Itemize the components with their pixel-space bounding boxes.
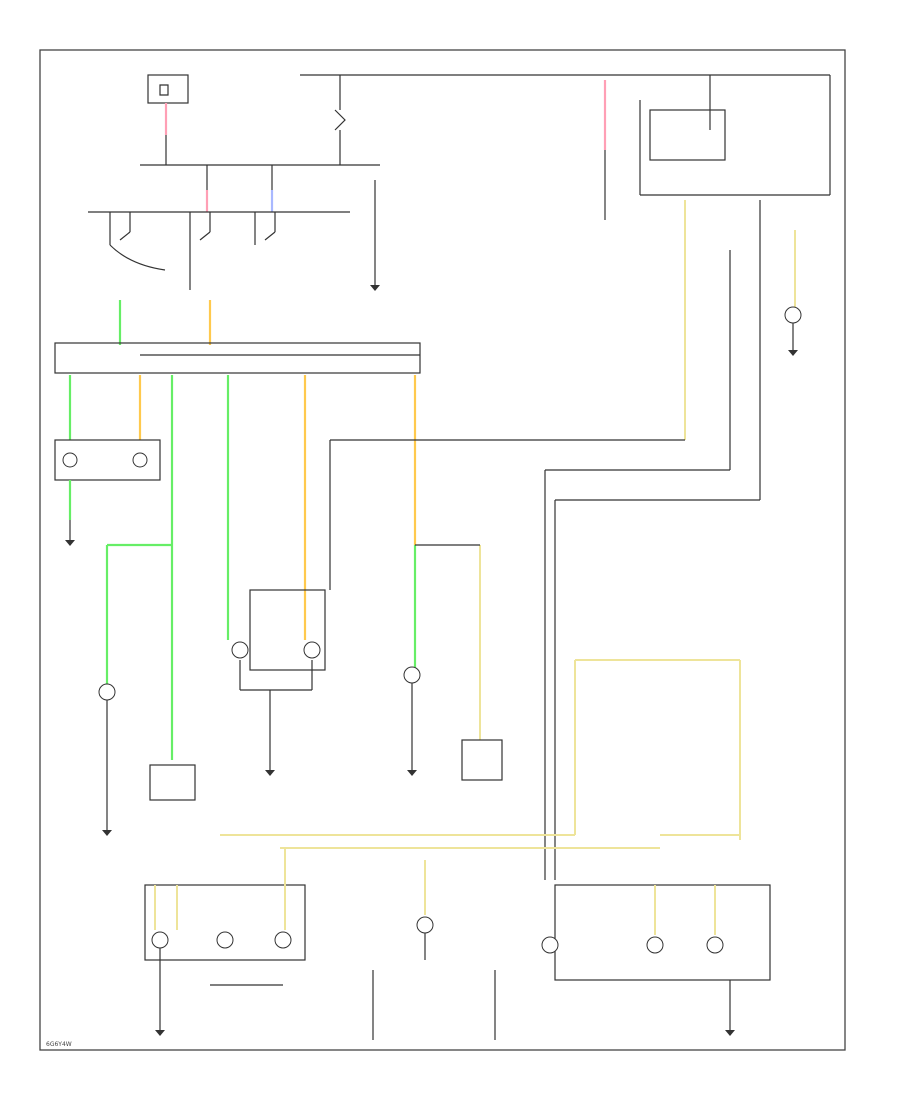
power-bus bbox=[300, 74, 831, 196]
diagram-id: 6G6Y4W bbox=[46, 1041, 72, 1048]
switch-bus bbox=[88, 211, 350, 345]
connector-bus bbox=[54, 342, 421, 374]
left-green-run bbox=[98, 375, 196, 836]
fuse-block-left bbox=[140, 74, 380, 212]
relay-top-middle bbox=[334, 75, 380, 291]
right-relay-area bbox=[329, 75, 802, 880]
left-lamp-group bbox=[54, 375, 161, 546]
bottom-middle-lamp bbox=[372, 860, 496, 1040]
lower-harness bbox=[220, 659, 741, 849]
bottom-left-lamp-group bbox=[144, 848, 306, 1036]
center-lamp-group bbox=[226, 375, 326, 776]
diagram-border bbox=[39, 49, 846, 1051]
right-center-lamp-group bbox=[403, 375, 503, 781]
bottom-right-lamp-group bbox=[541, 884, 771, 1036]
